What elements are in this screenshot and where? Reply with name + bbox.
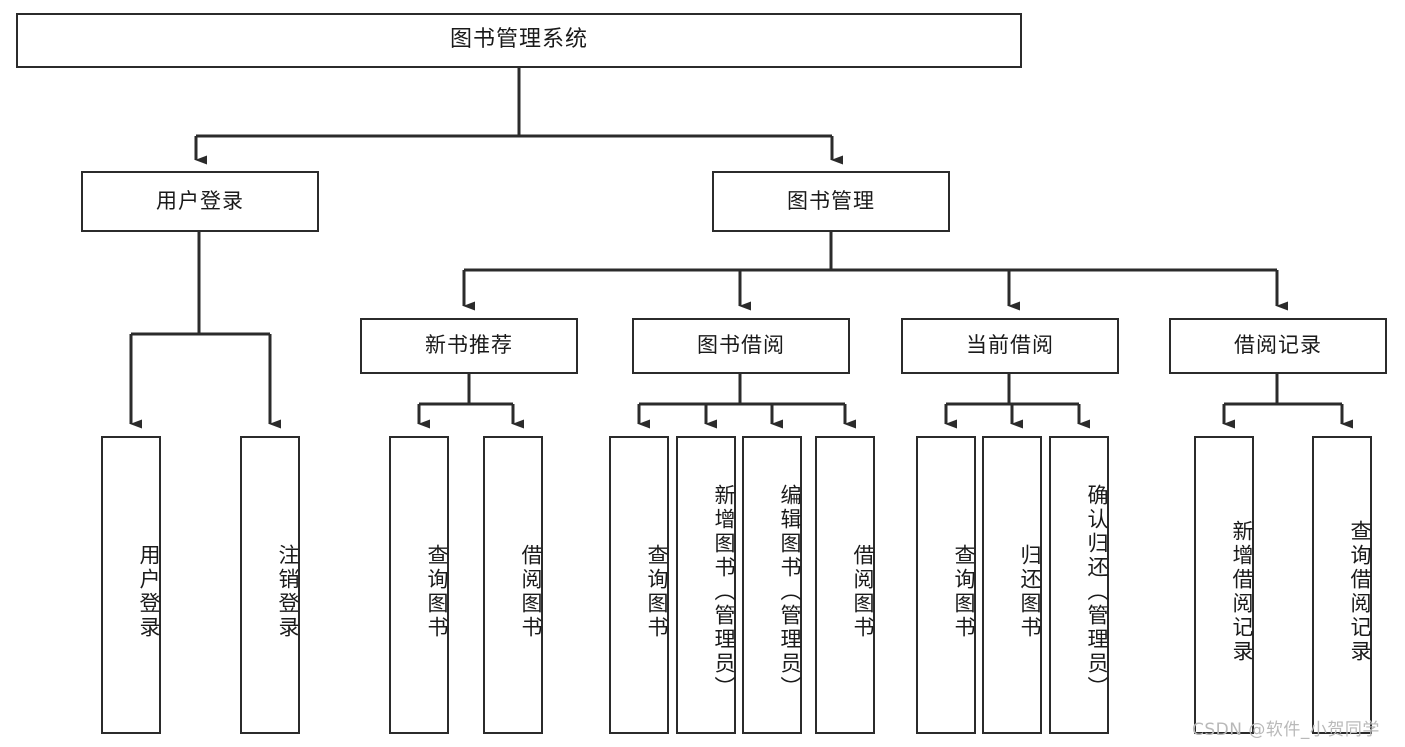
node-label: 借阅图书	[519, 544, 543, 640]
leaf-user-login-logout[interactable]: 注销登录	[240, 436, 300, 734]
node-label: 用户登录	[137, 544, 161, 640]
node-current-borrow[interactable]: 当前借阅	[901, 318, 1119, 374]
csdn-watermark: CSDN @软件_小贺同学	[1192, 720, 1380, 740]
node-label: 当前借阅	[966, 333, 1054, 358]
node-label: 借阅记录	[1234, 333, 1322, 358]
node-user-login[interactable]: 用户登录	[81, 171, 319, 232]
leaf-recommend-borrow-book[interactable]: 借阅图书	[483, 436, 543, 734]
leaf-borrow-query-book[interactable]: 查询图书	[609, 436, 669, 734]
node-label: 注销登录	[276, 544, 300, 640]
node-label: 查询图书	[645, 544, 669, 640]
node-label: 归还图书	[1018, 544, 1042, 640]
node-label: 图书借阅	[697, 333, 785, 358]
node-label: 新书推荐	[425, 333, 513, 358]
node-label: 新增图书（管理员）	[712, 484, 736, 700]
leaf-borrow-edit-book-admin[interactable]: 编辑图书（管理员）	[742, 436, 802, 734]
leaf-borrow-add-book-admin[interactable]: 新增图书（管理员）	[676, 436, 736, 734]
leaf-record-add-record[interactable]: 新增借阅记录	[1194, 436, 1254, 734]
node-label: 查询图书	[425, 544, 449, 640]
leaf-borrow-borrow-book[interactable]: 借阅图书	[815, 436, 875, 734]
node-label: 图书管理系统	[449, 27, 588, 53]
node-label: 借阅图书	[851, 544, 875, 640]
node-label: 确认归还（管理员）	[1085, 484, 1109, 700]
node-label: 用户登录	[156, 188, 244, 213]
node-root-system[interactable]: 图书管理系统	[16, 13, 1022, 68]
leaf-user-login-login[interactable]: 用户登录	[101, 436, 161, 734]
node-label: 编辑图书（管理员）	[778, 484, 802, 700]
node-label: 查询图书	[952, 544, 976, 640]
node-book-borrow[interactable]: 图书借阅	[632, 318, 850, 374]
leaf-recommend-query-book[interactable]: 查询图书	[389, 436, 449, 734]
node-label: 新增借阅记录	[1230, 520, 1254, 664]
node-label: 图书管理	[787, 188, 875, 213]
node-book-management[interactable]: 图书管理	[712, 171, 950, 232]
leaf-record-query-record[interactable]: 查询借阅记录	[1312, 436, 1372, 734]
node-borrow-record[interactable]: 借阅记录	[1169, 318, 1387, 374]
leaf-current-return-book[interactable]: 归还图书	[982, 436, 1042, 734]
leaf-current-query-book[interactable]: 查询图书	[916, 436, 976, 734]
leaf-current-confirm-return-admin[interactable]: 确认归还（管理员）	[1049, 436, 1109, 734]
node-new-book-recommend[interactable]: 新书推荐	[360, 318, 578, 374]
node-label: 查询借阅记录	[1348, 520, 1372, 664]
